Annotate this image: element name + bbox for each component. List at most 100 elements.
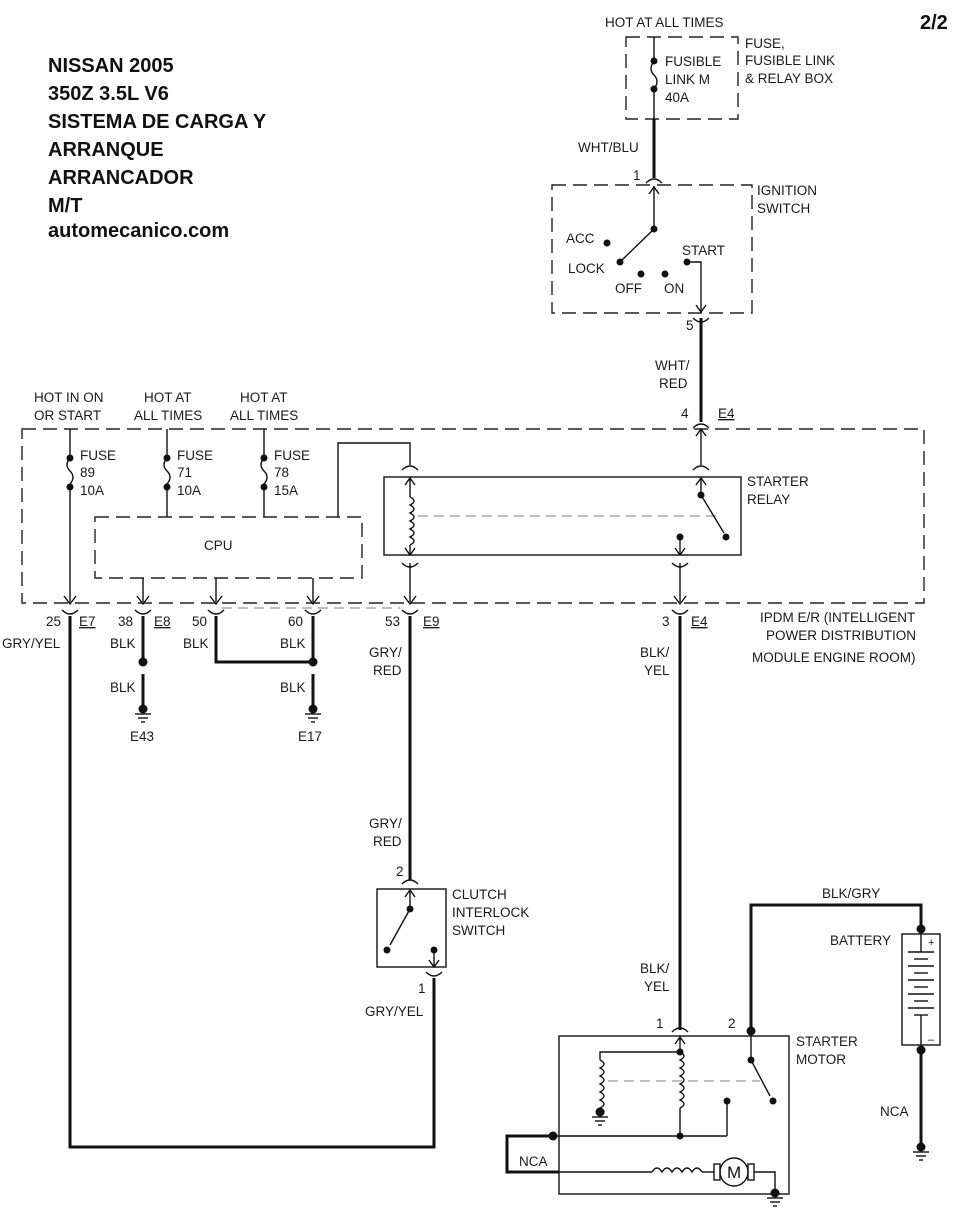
starter-pin-1: 1 bbox=[656, 1016, 664, 1031]
connector-icon bbox=[304, 609, 322, 615]
wire-nca-loop bbox=[505, 1134, 559, 1174]
conn-e4: E4 bbox=[691, 614, 708, 629]
starter-pin-2: 2 bbox=[728, 1016, 736, 1031]
fusible-link-label-1: FUSIBLE bbox=[665, 54, 721, 69]
ipdm-er: IPDM E/R (INTELLIGENT POWER DISTRIBUTION… bbox=[21, 390, 925, 665]
wire-label-blk-yel-1: BLK/ bbox=[640, 645, 670, 660]
ignition-label-off: OFF bbox=[615, 281, 642, 296]
starter-nca-label: NCA bbox=[519, 1154, 548, 1169]
ignition-switch: 1 IGNITION SWITCH ACC LOCK OFF ON START … bbox=[551, 168, 817, 333]
title-system: SISTEMA DE CARGA Y bbox=[48, 111, 267, 133]
ground-icon bbox=[767, 1197, 783, 1207]
pin-38: 38 bbox=[118, 614, 133, 629]
clutch-label-1: CLUTCH bbox=[452, 887, 507, 902]
supply-label-89-1: HOT IN ON bbox=[34, 390, 104, 405]
supply-label-78-1: HOT AT bbox=[240, 390, 288, 405]
ignition-switch-label-1: IGNITION bbox=[757, 183, 817, 198]
page-number: 2/2 bbox=[920, 12, 948, 34]
fuse-78-label: FUSE bbox=[274, 448, 310, 463]
connector-icon bbox=[692, 465, 710, 471]
fuse-89: FUSE 89 10A bbox=[63, 429, 116, 606]
title-system2: ARRANQUE bbox=[48, 139, 164, 161]
wire-label-blk-50: BLK bbox=[183, 636, 209, 651]
starter-motor: 1 2 STARTER MOTOR NC bbox=[505, 1016, 858, 1207]
ground-icon bbox=[305, 713, 321, 723]
fuse-icon bbox=[163, 457, 171, 485]
wire-label-wht-blu: WHT/BLU bbox=[578, 140, 639, 155]
ignition-pos-lock bbox=[616, 258, 624, 266]
supply-label-78-2: ALL TIMES bbox=[230, 408, 298, 423]
supply-label-89-2: OR START bbox=[34, 408, 101, 423]
conn-e8: E8 bbox=[154, 614, 171, 629]
wire-label-gry-red-2: RED bbox=[373, 663, 402, 678]
field-winding-icon bbox=[651, 1167, 703, 1174]
title-block: NISSAN 2005 350Z 3.5L V6 SISTEMA DE CARG… bbox=[48, 55, 267, 242]
fuse-box-label-3: & RELAY BOX bbox=[745, 71, 833, 86]
starter-motor-label-1: STARTER bbox=[796, 1034, 858, 1049]
fuse-71-label: FUSE bbox=[177, 448, 213, 463]
starter-relay-label-1: STARTER bbox=[747, 474, 809, 489]
ipdm-label-3: MODULE ENGINE ROOM) bbox=[752, 650, 916, 665]
fuse-box-label-2: FUSIBLE LINK bbox=[745, 53, 835, 68]
ignition-switch-blade bbox=[621, 228, 655, 261]
fuse-71: FUSE 71 10A bbox=[163, 429, 213, 517]
wire-label-blk-e17: BLK bbox=[280, 680, 306, 695]
ground-icon bbox=[135, 713, 151, 723]
conn-e9: E9 bbox=[423, 614, 440, 629]
wire-label-blk-yel-3: BLK/ bbox=[640, 961, 670, 976]
wire-label-gry-red-3: GRY/ bbox=[369, 816, 402, 831]
fuse-box-outline bbox=[625, 36, 739, 120]
connector-icon bbox=[671, 1027, 689, 1033]
ground-e17: BLK BLK BLK E17 bbox=[183, 616, 322, 744]
wire-label-wht-red-1: WHT/ bbox=[655, 358, 690, 373]
wire-gry-yel bbox=[68, 616, 436, 1149]
starter-relay: STARTER RELAY bbox=[383, 427, 809, 606]
ignition-switch-outline bbox=[551, 184, 753, 314]
connector-icon bbox=[401, 609, 419, 615]
title-make: NISSAN 2005 bbox=[48, 55, 174, 77]
ipdm-top-connector: E4 bbox=[718, 406, 735, 421]
battery-minus-label: – bbox=[928, 1034, 935, 1046]
motor-symbol: M bbox=[727, 1163, 741, 1182]
connector-icon bbox=[61, 609, 79, 615]
ignition-pos-acc bbox=[603, 239, 611, 247]
clutch-label-2: INTERLOCK bbox=[452, 905, 529, 920]
wire-label-blk-yel-2: YEL bbox=[644, 663, 670, 678]
wire-label-gry-red-1: GRY/ bbox=[369, 645, 402, 660]
battery-label: BATTERY bbox=[830, 933, 891, 948]
ground-e43: BLK BLK E43 bbox=[110, 616, 154, 744]
starter-motor-outline bbox=[558, 1035, 790, 1195]
ground-e17-label: E17 bbox=[298, 729, 322, 744]
splice-dot bbox=[138, 657, 148, 667]
splice-dot bbox=[308, 657, 318, 667]
ipdm-outline bbox=[21, 428, 925, 604]
connector-icon bbox=[401, 465, 419, 471]
starter-motor-label-2: MOTOR bbox=[796, 1052, 846, 1067]
connector-icon bbox=[207, 609, 225, 615]
title-site: automecanico.com bbox=[48, 220, 229, 242]
relay-switch-blade bbox=[700, 494, 725, 534]
supply-label-71-1: HOT AT bbox=[144, 390, 192, 405]
supply-label-71-2: ALL TIMES bbox=[134, 408, 202, 423]
ipdm-top-pin: 4 bbox=[681, 406, 689, 421]
title-trans: M/T bbox=[48, 195, 82, 217]
pin-3: 3 bbox=[662, 614, 670, 629]
fuse-89-rating: 10A bbox=[80, 483, 104, 498]
ignition-switch-label-2: SWITCH bbox=[757, 201, 810, 216]
fusible-link-label-2: LINK M bbox=[665, 72, 710, 87]
ground-icon bbox=[913, 1151, 929, 1161]
ignition-pin-5: 5 bbox=[686, 318, 694, 333]
battery-plus-label: + bbox=[928, 937, 934, 949]
fuse-78: FUSE 78 15A bbox=[260, 429, 310, 517]
clutch-pin-2: 2 bbox=[396, 864, 404, 879]
fuse-71-rating: 10A bbox=[177, 483, 201, 498]
battery: BATTERY + – NCA bbox=[830, 924, 941, 1161]
battery-wire-nca: NCA bbox=[880, 1104, 909, 1119]
ignition-label-start: START bbox=[682, 243, 725, 258]
pull-in-coil-icon bbox=[678, 1051, 685, 1109]
fuse-71-number: 71 bbox=[177, 465, 192, 480]
cpu-outline bbox=[94, 516, 363, 579]
wire-label-blk-38: BLK bbox=[110, 636, 136, 651]
fuse-box-supply-label: HOT AT ALL TIMES bbox=[605, 15, 724, 30]
ipdm-connectors: 25 E7 38 E8 50 60 53 E9 3 E4 bbox=[46, 609, 708, 629]
